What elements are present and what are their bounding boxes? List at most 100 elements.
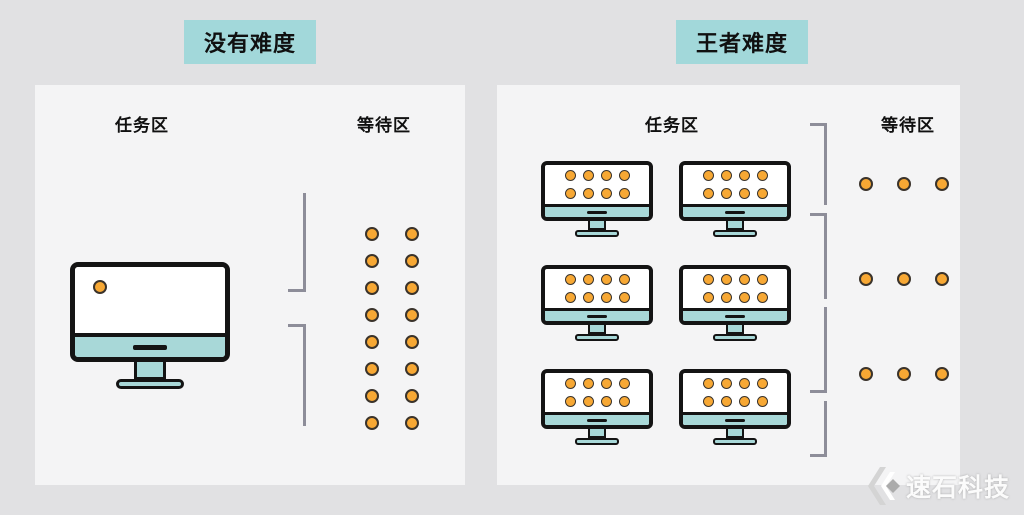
monitor-base	[575, 438, 619, 445]
job-dot	[365, 254, 379, 268]
easy-waiting-grid	[365, 227, 419, 430]
screen-dots	[564, 274, 630, 303]
job-dot	[618, 170, 630, 181]
job-dot	[405, 335, 419, 349]
monitor-chin-dash	[587, 418, 607, 422]
job-dot	[702, 292, 714, 303]
monitor-base	[575, 230, 619, 237]
monitor-stand	[726, 325, 744, 334]
monitor-chin-dash	[725, 210, 745, 214]
job-dot	[738, 378, 750, 389]
job-dot	[720, 378, 732, 389]
speedstone-logo-icon	[867, 467, 900, 505]
monitor-base	[713, 438, 757, 445]
monitor-stand	[134, 362, 166, 380]
job-dot	[405, 254, 419, 268]
monitor-bezel	[70, 262, 230, 362]
job-dot	[405, 416, 419, 430]
monitor-stand	[726, 221, 744, 230]
monitor-base	[713, 334, 757, 341]
monitor-chin-dash	[587, 210, 607, 214]
monitor	[541, 161, 653, 237]
screen-dots	[564, 170, 630, 199]
job-dot	[582, 292, 594, 303]
monitor-screen	[545, 269, 649, 308]
hard-wait-zone-label: 等待区	[881, 116, 935, 136]
screen-dots	[702, 378, 768, 407]
monitor-stand	[588, 325, 606, 334]
job-dot	[564, 170, 576, 181]
screen-dots	[702, 274, 768, 303]
job-dot	[756, 396, 768, 407]
job-dot	[405, 227, 419, 241]
hard-title-badge: 王者难度	[676, 20, 809, 64]
job-dot	[756, 188, 768, 199]
job-dot	[365, 416, 379, 430]
job-dot	[582, 170, 594, 181]
queue-bracket	[810, 213, 827, 299]
job-dot	[935, 272, 949, 286]
easy-wait-zone-label: 等待区	[357, 116, 411, 136]
job-dot	[702, 188, 714, 199]
monitor-chin	[75, 333, 225, 357]
job-dot	[720, 292, 732, 303]
monitor-chin	[683, 204, 787, 217]
monitor-base	[575, 334, 619, 341]
job-dot	[859, 367, 873, 381]
easy-task-zone-label: 任务区	[115, 116, 169, 136]
monitor	[679, 369, 791, 445]
monitor	[541, 369, 653, 445]
monitor-bezel	[541, 369, 653, 429]
job-dot	[365, 362, 379, 376]
monitor-stand	[726, 429, 744, 438]
job-dot	[618, 188, 630, 199]
queue-bracket	[288, 324, 306, 426]
job-dot	[738, 170, 750, 181]
easy-title-badge: 没有难度	[184, 20, 317, 64]
job-dot	[618, 274, 630, 285]
job-dot	[582, 378, 594, 389]
monitor-bezel	[679, 161, 791, 221]
easy-monitor-screen	[75, 267, 225, 333]
job-dot	[756, 170, 768, 181]
job-dot	[600, 274, 612, 285]
queue-bracket	[810, 401, 827, 457]
monitor-chin-dash	[133, 344, 167, 350]
queue-bracket	[810, 123, 827, 205]
monitor-base	[713, 230, 757, 237]
monitor-chin	[545, 204, 649, 217]
monitor	[679, 265, 791, 341]
job-dot	[600, 396, 612, 407]
job-dot	[720, 170, 732, 181]
monitor-screen	[683, 269, 787, 308]
job-dot	[756, 292, 768, 303]
monitor-screen	[683, 373, 787, 412]
monitor-chin-dash	[725, 418, 745, 422]
job-dot	[756, 378, 768, 389]
monitor-screen	[545, 373, 649, 412]
monitor-chin	[545, 308, 649, 321]
job-dot	[738, 292, 750, 303]
job-dot	[564, 378, 576, 389]
job-dot	[738, 188, 750, 199]
job-dot	[618, 378, 630, 389]
queue-bracket	[810, 307, 827, 393]
job-dot	[859, 177, 873, 191]
job-dot	[564, 396, 576, 407]
job-dot	[897, 177, 911, 191]
hard-monitor-grid	[541, 161, 791, 445]
job-dot	[618, 292, 630, 303]
monitor-chin	[683, 412, 787, 425]
job-dot	[564, 292, 576, 303]
job-dot	[365, 308, 379, 322]
job-dot	[564, 274, 576, 285]
monitor-screen	[545, 165, 649, 204]
hard-waiting-grid	[859, 177, 949, 381]
job-dot	[935, 367, 949, 381]
job-dot	[702, 170, 714, 181]
job-dot	[365, 227, 379, 241]
job-dot	[405, 362, 419, 376]
job-dot	[720, 188, 732, 199]
screen-dots	[564, 378, 630, 407]
